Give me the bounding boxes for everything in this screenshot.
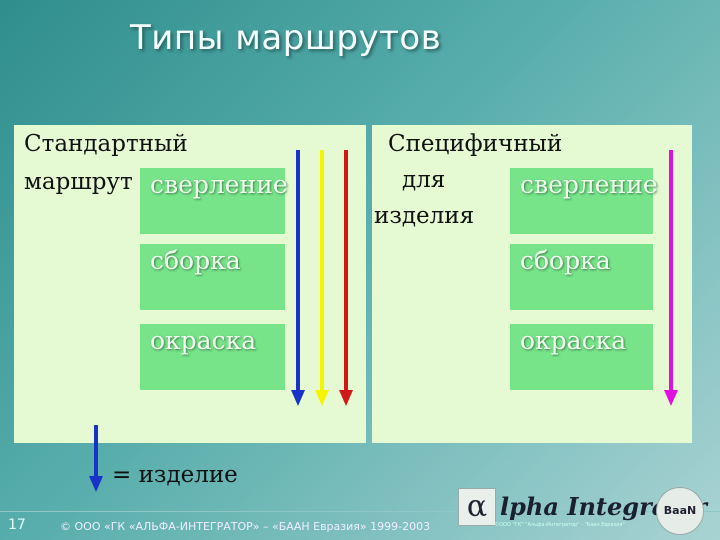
standard-route-caption-line2: маршрут — [24, 169, 133, 195]
alpha-logo-icon: α — [458, 488, 496, 526]
legend-text: = изделие — [112, 462, 238, 488]
standard-route-panel: Стандартный маршрут сверление сборка окр… — [14, 125, 366, 443]
specific-step-assembly: сборка — [510, 244, 653, 310]
standard-step-assembly: сборка — [140, 244, 285, 310]
specific-route-caption-line2: для — [402, 167, 446, 193]
legend-arrow — [89, 425, 103, 492]
standard-step-drilling: сверление — [140, 168, 288, 234]
standard-route-caption-line1: Стандартный — [24, 131, 188, 157]
logo-subtext: ©ООО "ГК" "Альфа-Интегратор" - "Баан Евр… — [494, 522, 625, 528]
specific-route-panel: Специфичный для изделия сверление сборка… — [372, 125, 692, 443]
page-number: 17 — [8, 517, 26, 533]
specific-route-caption-line1: Специфичный — [388, 131, 563, 157]
footer-divider — [0, 511, 720, 512]
red-route-arrow — [339, 150, 353, 406]
specific-route-caption-line3: изделия — [374, 203, 475, 229]
specific-step-drilling: сверление — [510, 168, 658, 234]
magenta-route-arrow — [664, 150, 678, 406]
slide-title: Типы маршрутов — [130, 18, 442, 58]
yellow-route-arrow — [315, 150, 329, 406]
standard-step-painting: окраска — [140, 324, 285, 390]
copyright-text: © ООО «ГК «АЛЬФА-ИНТЕГРАТОР» – «БААН Евр… — [60, 520, 431, 533]
specific-step-painting: окраска — [510, 324, 653, 390]
blue-route-arrow — [291, 150, 305, 406]
baan-partner-seal: BaaN — [656, 487, 704, 535]
